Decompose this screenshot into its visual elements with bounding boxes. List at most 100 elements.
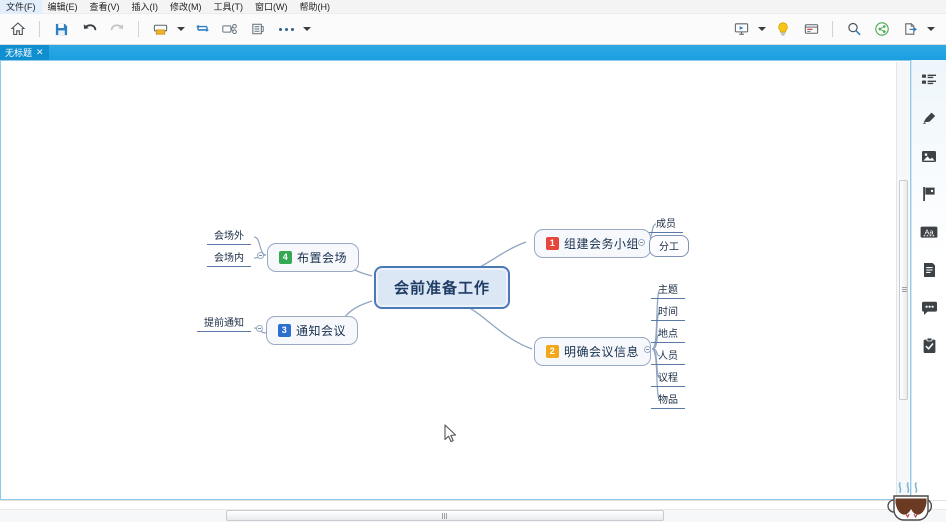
scrollbar-grip-icon-h (442, 513, 448, 519)
relationship-button[interactable] (216, 16, 244, 42)
toolbar-separator-2 (138, 21, 139, 37)
print-button[interactable] (146, 16, 174, 42)
outline-button[interactable] (244, 16, 272, 42)
horizontal-scrollbar[interactable] (0, 500, 946, 524)
collapse-handle-node-4[interactable] (257, 252, 264, 259)
leaf-node-3-0[interactable]: 提前通知 (197, 313, 251, 332)
leaf-node-2-5[interactable]: 物品 (651, 390, 685, 409)
sync-button[interactable] (188, 16, 216, 42)
print-dropdown-caret[interactable] (174, 16, 188, 42)
presentation-icon (734, 23, 748, 35)
mindmap-node-3[interactable]: 3 通知会议 (266, 316, 359, 345)
export-dropdown-caret[interactable] (924, 16, 938, 42)
toolbar-separator (39, 21, 40, 37)
outline-panel-icon (922, 74, 936, 84)
sidebar-item-note[interactable] (916, 258, 942, 282)
leaf-node-2-0[interactable]: 主题 (651, 280, 685, 299)
svg-text:Aa: Aa (924, 227, 934, 236)
layout-icon (804, 24, 818, 34)
menu-modify[interactable]: 修改(M) (170, 1, 202, 12)
mindmap-canvas[interactable]: 会前准备工作 1 组建会务小组 成员 分工 2 明确会议信息 主题 时间 地点 … (0, 60, 911, 500)
main-toolbar (0, 14, 946, 45)
print-icon (153, 24, 167, 35)
note-icon (923, 263, 935, 277)
home-button[interactable] (4, 16, 32, 42)
sidebar-item-flag[interactable] (916, 182, 942, 206)
toolbar-separator-3 (832, 21, 833, 37)
presentation-button[interactable] (727, 16, 755, 42)
menu-help[interactable]: 帮助(H) (299, 1, 331, 12)
sidebar-item-task[interactable] (916, 334, 942, 358)
search-button[interactable] (840, 16, 868, 42)
node-badge-1: 1 (546, 237, 559, 250)
document-tab[interactable]: 无标题 ✕ (0, 45, 49, 60)
undo-icon (83, 24, 96, 31)
menu-view[interactable]: 查看(V) (89, 1, 120, 12)
sidebar-item-text-style[interactable]: Aa (916, 220, 942, 244)
redo-button[interactable] (103, 16, 131, 42)
collapse-handle-node-2[interactable] (644, 346, 651, 353)
save-button[interactable] (47, 16, 75, 42)
collapse-handle-node-1[interactable] (638, 239, 645, 246)
vertical-scrollbar-thumb[interactable] (899, 180, 908, 400)
sidebar-item-comment[interactable] (916, 296, 942, 320)
leaf-node-4-0[interactable]: 会场外 (207, 226, 251, 245)
close-icon[interactable]: ✕ (36, 47, 44, 57)
mindmap-node-2-label: 明确会议信息 (564, 345, 640, 359)
leaf-node-2-4[interactable]: 议程 (651, 368, 685, 387)
export-icon (904, 23, 917, 35)
mindmap-node-4[interactable]: 4 布置会场 (267, 243, 360, 272)
document-tab-strip: 无标题 ✕ (0, 45, 946, 60)
node-badge-3: 3 (278, 324, 291, 337)
leaf-node-4-1[interactable]: 会场内 (207, 248, 251, 267)
idea-button[interactable] (769, 16, 797, 42)
sync-icon (195, 24, 209, 33)
sidebar-item-image[interactable] (916, 144, 942, 168)
leaf-node-2-3[interactable]: 人员 (651, 346, 685, 365)
right-sidebar: Aa (911, 60, 946, 500)
format-brush-icon (922, 112, 935, 124)
leaf-node-2-2[interactable]: 地点 (651, 324, 685, 343)
presentation-dropdown-caret[interactable] (755, 16, 769, 42)
coffee-cup-decoration (887, 482, 933, 521)
menu-file[interactable]: 文件(F) (0, 0, 42, 14)
flag-icon (923, 187, 935, 201)
leaf-node-2-1[interactable]: 时间 (651, 302, 685, 321)
menu-window[interactable]: 窗口(W) (255, 1, 288, 12)
undo-button[interactable] (75, 16, 103, 42)
mindmap-node-1-label: 组建会务小组 (564, 237, 640, 251)
menu-bar: 文件(F) 编辑(E) 查看(V) 插入(I) 修改(M) 工具(T) 窗口(W… (0, 0, 946, 14)
tab-strip-filler (48, 45, 946, 60)
menu-insert[interactable]: 插入(I) (131, 1, 159, 12)
mindmap-node-4-label: 布置会场 (297, 251, 348, 265)
leaf-node-1-0[interactable]: 成员 (649, 214, 683, 233)
share-button[interactable] (868, 16, 896, 42)
home-icon (10, 22, 26, 36)
mindmap-node-1[interactable]: 1 组建会务小组 (534, 229, 652, 258)
menu-tools[interactable]: 工具(T) (213, 1, 244, 12)
more-tools-button[interactable] (272, 16, 300, 42)
leaf-node-1-1[interactable]: 分工 (649, 235, 689, 257)
share-icon (875, 22, 889, 36)
mindmap-node-3-label: 通知会议 (296, 324, 347, 338)
sidebar-item-format-brush[interactable] (916, 106, 942, 130)
layout-button[interactable] (797, 16, 825, 42)
collapse-handle-node-3[interactable] (256, 325, 263, 332)
horizontal-scrollbar-thumb[interactable] (226, 510, 664, 521)
more-dropdown-caret[interactable] (300, 16, 314, 42)
canvas-vertical-scrollbar[interactable] (896, 62, 909, 499)
text-style-icon: Aa (920, 226, 938, 238)
save-icon (55, 23, 67, 35)
more-icon (278, 27, 294, 31)
mindmap-root-node[interactable]: 会前准备工作 (374, 266, 511, 309)
mindmap-canvas-inner: 会前准备工作 1 组建会务小组 成员 分工 2 明确会议信息 主题 时间 地点 … (1, 61, 910, 499)
sidebar-item-outline[interactable] (916, 68, 942, 92)
scrollbar-grip-icon (902, 287, 907, 293)
node-badge-2: 2 (546, 345, 559, 358)
menu-edit[interactable]: 编辑(E) (47, 1, 78, 12)
export-button[interactable] (896, 16, 924, 42)
mindmap-node-2[interactable]: 2 明确会议信息 (534, 337, 652, 366)
relation-icon (222, 24, 237, 34)
mouse-cursor (444, 424, 457, 443)
